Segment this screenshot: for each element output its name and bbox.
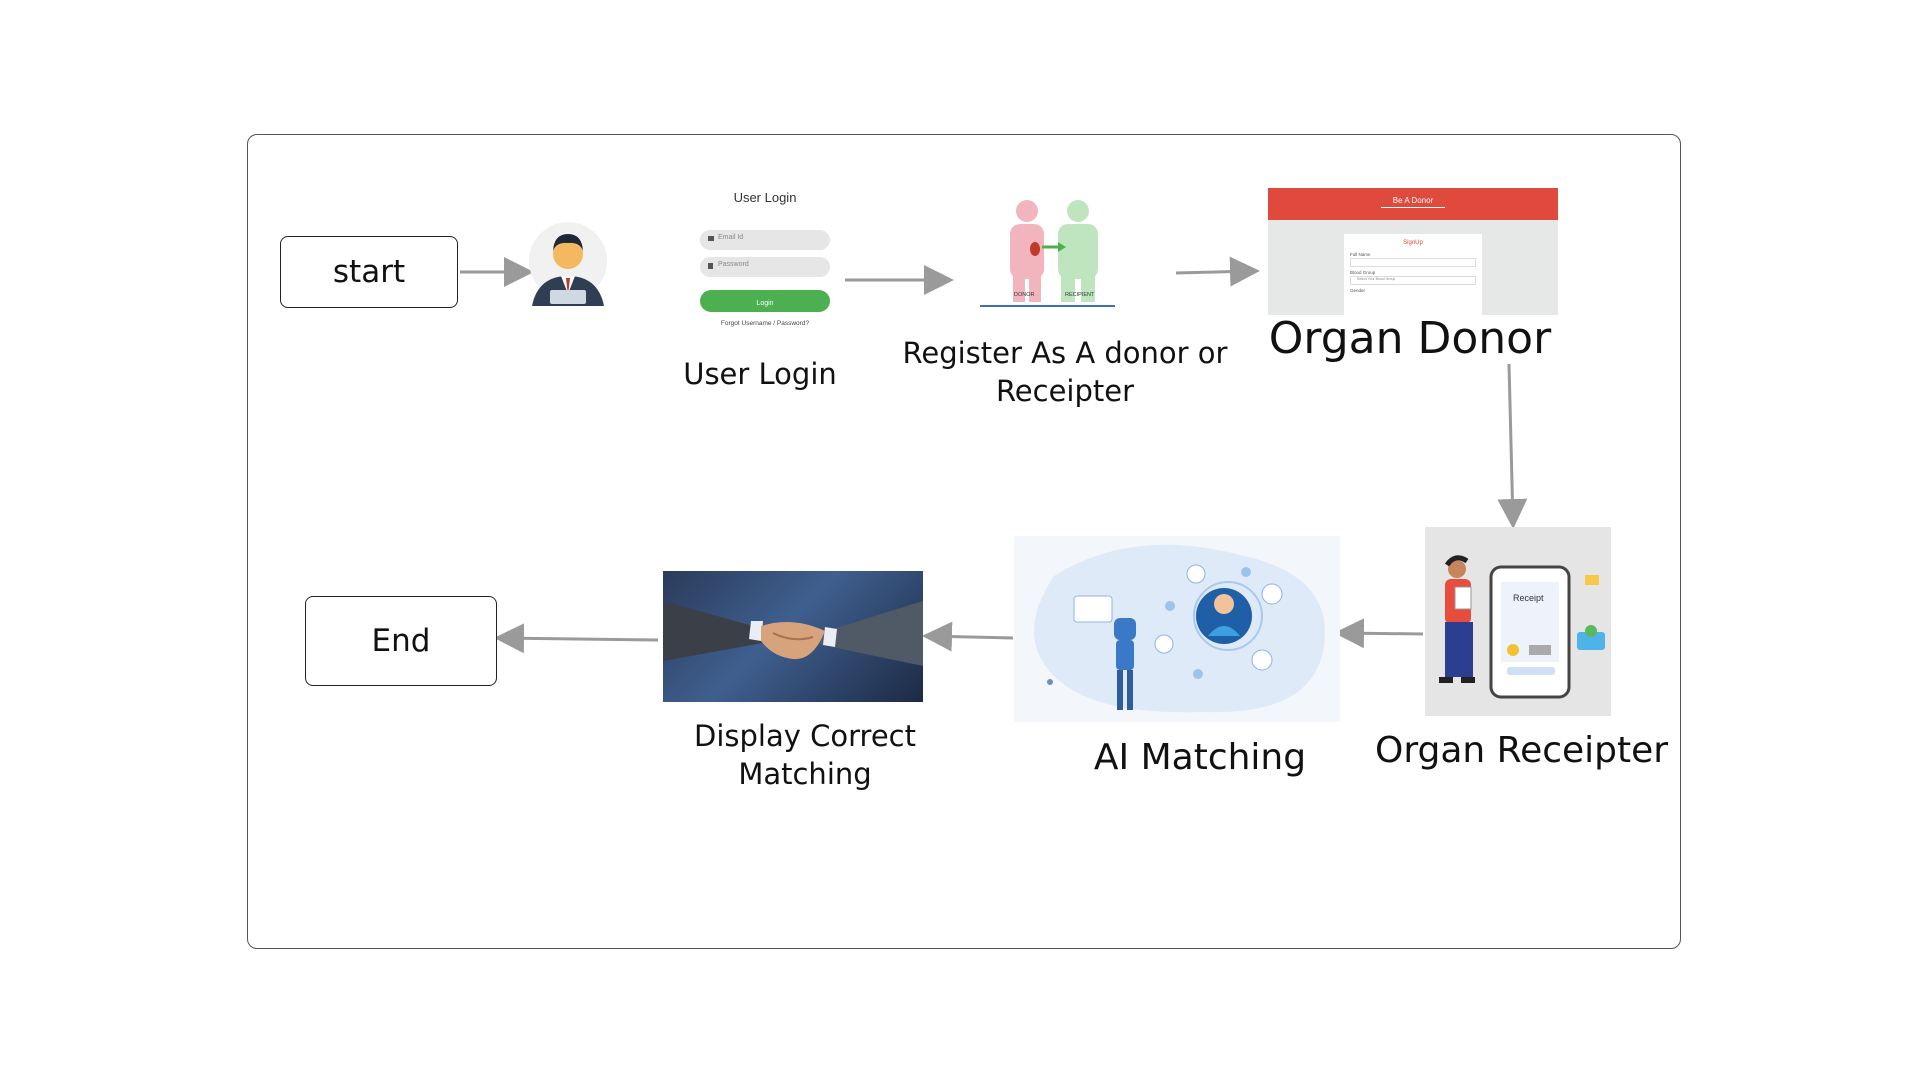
donor-header-title: Be A Donor (1380, 196, 1446, 208)
start-label: start (332, 254, 406, 290)
arrow-receipter-to-ai (1334, 618, 1424, 649)
arrow-display-to-end (494, 623, 659, 654)
email-field: Email Id (700, 230, 830, 250)
donor-recipient-image: DONOR RECIPIENT (980, 194, 1115, 309)
user-login-screenshot: User Login Email Id Password Login Forgo… (690, 188, 840, 333)
gender-label: Gender (1350, 288, 1366, 293)
end-node: End (305, 596, 497, 686)
signup-title: SignUp (1403, 240, 1423, 246)
login-mock-title: User Login (733, 190, 797, 205)
organ-receipter-caption: Organ Receipter (1375, 730, 1669, 771)
register-caption: Register As A donor or Receipter (900, 335, 1230, 410)
password-field: Password (700, 257, 830, 277)
blood-group-placeholder: Select Your Blood Group (1357, 277, 1396, 281)
arrow-ai-to-display (922, 621, 1014, 652)
full-name-input (1350, 258, 1476, 267)
end-label: End (371, 623, 431, 659)
receipt-illustration: Receipt (1425, 527, 1611, 716)
start-node: start (280, 236, 458, 308)
lock-icon (708, 263, 713, 269)
organ-donor-screenshot: Be A Donor SignUp Full Name Blood Group … (1268, 188, 1558, 315)
blood-group-label: Blood Group (1350, 270, 1376, 275)
handshake-image (663, 571, 923, 702)
arrow-donor-to-receipter (1497, 363, 1528, 529)
register-caption-line1: Register As A donor or (902, 336, 1228, 370)
donor-tag: DONOR (1014, 292, 1035, 298)
forgot-link: Forgot Username / Password? (720, 320, 810, 327)
email-placeholder: Email Id (718, 234, 744, 241)
login-button-label: Login (756, 300, 774, 307)
receipt-label: Receipt (1513, 593, 1544, 603)
donor-header-bar: Be A Donor (1268, 188, 1558, 220)
login-button: Login (700, 290, 830, 312)
blood-group-select: Select Your Blood Group (1350, 276, 1476, 285)
email-icon (708, 236, 714, 241)
diagram-frame (247, 134, 1681, 949)
full-name-label: Full Name (1350, 252, 1371, 257)
display-caption-line1: Display Correct (694, 719, 916, 753)
password-placeholder: Password (718, 261, 749, 268)
organ-donor-caption: Organ Donor (1268, 313, 1552, 364)
ai-matching-caption: AI Matching (1093, 737, 1307, 778)
signup-card: SignUp Full Name Blood Group Select Your… (1344, 234, 1482, 315)
display-caption: Display Correct Matching (660, 718, 950, 793)
user-avatar-icon (528, 214, 608, 309)
ai-matching-illustration (1014, 536, 1340, 722)
arrow-register-to-donor (1175, 256, 1260, 287)
register-caption-line2: Receipter (995, 373, 1135, 408)
user-login-caption: User Login (683, 357, 837, 391)
display-caption-line2: Matching (738, 756, 872, 791)
recipient-tag: RECIPIENT (1065, 292, 1095, 298)
